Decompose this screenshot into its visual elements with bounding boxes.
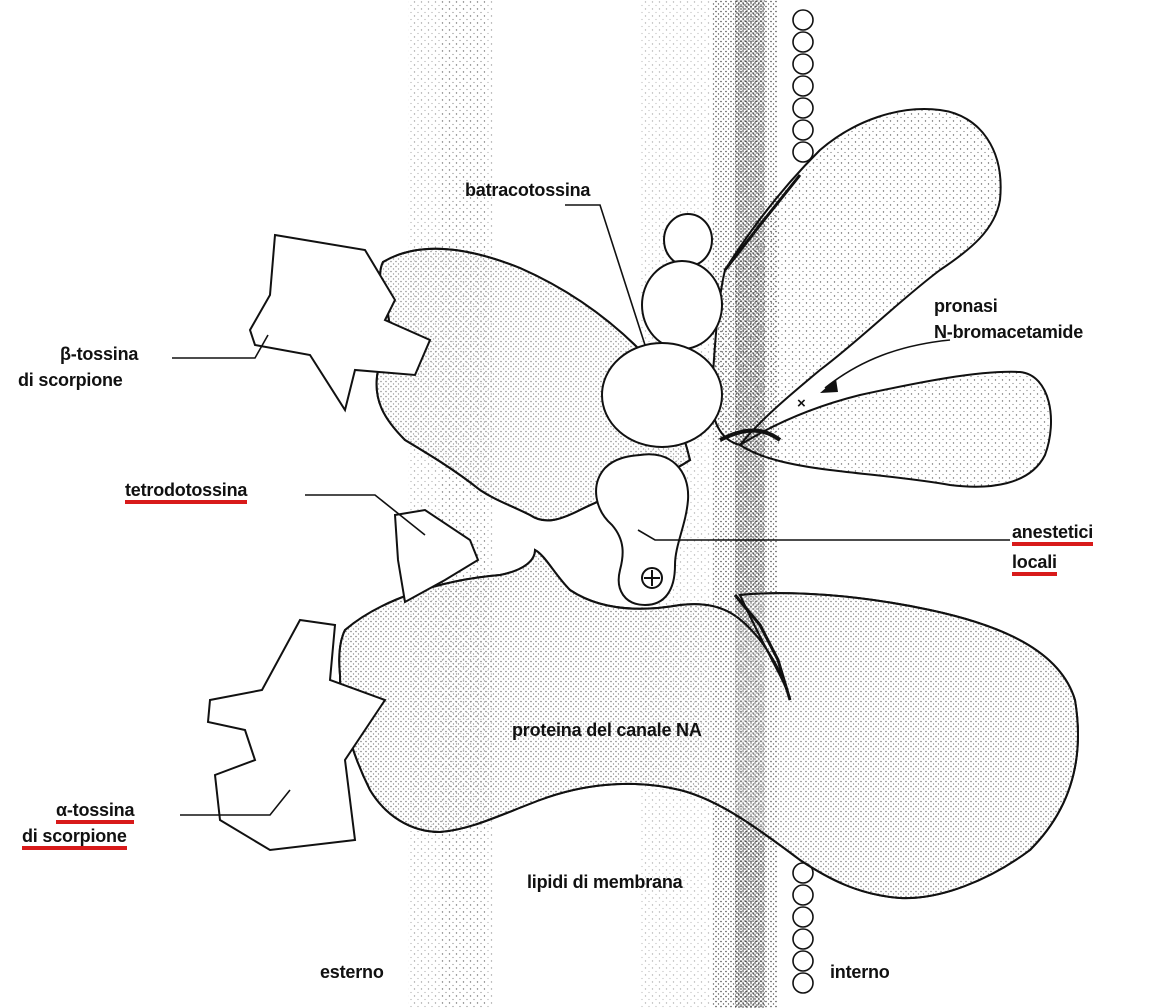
label-tetrodotossina: tetrodotossina (125, 480, 247, 501)
lipid-head-circles-top (793, 10, 813, 162)
arrow-head-icon (820, 379, 838, 393)
label-n-bromacetamide: N-bromacetamide (934, 322, 1083, 343)
label-alfa-di-scorpione: di scorpione (22, 826, 127, 847)
label-alfa-tossina: α-tossina (56, 800, 134, 821)
label-beta-tossina: β-tossina (60, 344, 138, 365)
label-locali: locali (1012, 552, 1057, 573)
label-pronasi: pronasi (934, 296, 998, 317)
label-anestetici: anestetici (1012, 522, 1093, 543)
label-batracotossina: batracotossina (465, 180, 590, 201)
cleavage-mark: × (797, 395, 806, 412)
label-interno: interno (830, 962, 890, 983)
label-beta-di-scorpione: di scorpione (18, 370, 123, 391)
lipid-head-circles-bottom (793, 863, 813, 993)
label-lipidi-membrana: lipidi di membrana (527, 872, 682, 893)
label-proteina-canale: proteina del canale NA (512, 720, 702, 741)
label-esterno: esterno (320, 962, 384, 983)
